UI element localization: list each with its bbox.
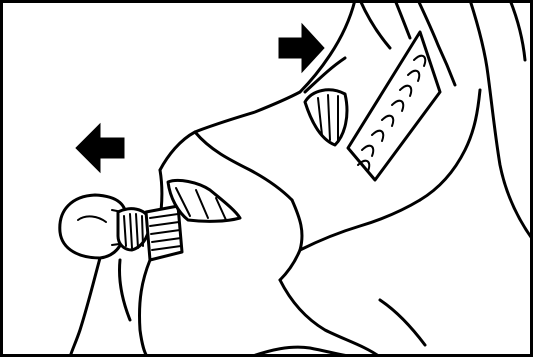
upper-spine xyxy=(348,32,440,180)
lower-neck xyxy=(146,206,182,260)
arrow-right-icon xyxy=(279,24,324,72)
upper-collar xyxy=(305,90,347,145)
body-outline xyxy=(139,0,533,357)
lower-chin-line xyxy=(70,258,130,357)
arrow-left-icon xyxy=(76,124,124,172)
